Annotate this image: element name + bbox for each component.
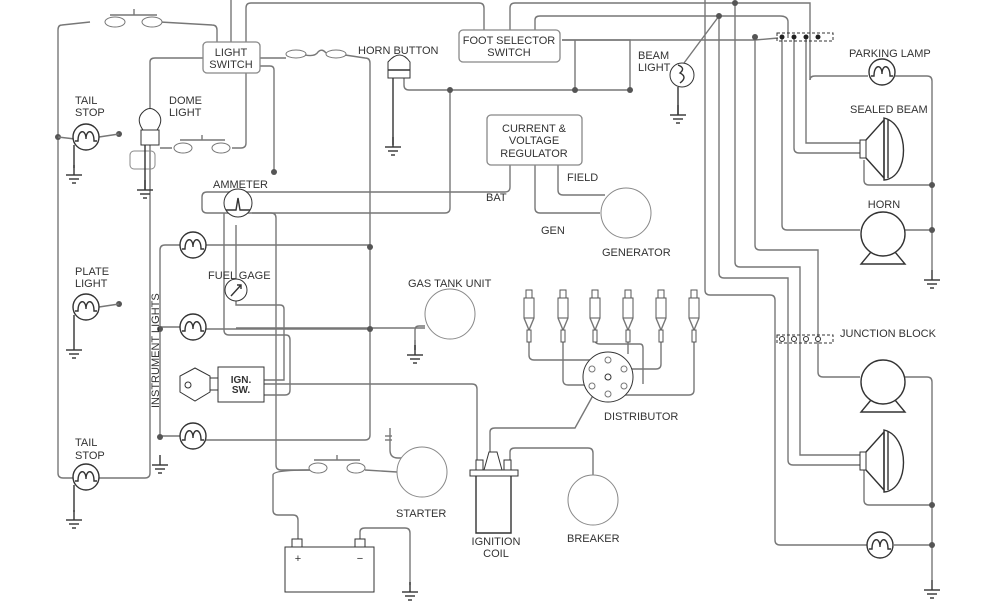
spark-plug-icon <box>557 289 569 343</box>
starter: STARTER <box>308 435 448 520</box>
spark-plug-icon <box>622 289 634 343</box>
gas-tank-unit: GAS TANK UNIT <box>406 278 492 364</box>
spark-plug-icon <box>688 289 700 343</box>
tail-stop-label-2: STOP <box>75 107 105 119</box>
fuse <box>285 49 347 59</box>
wires <box>57 0 933 585</box>
lamp-icon <box>868 58 896 86</box>
breaker-label: BREAKER <box>567 533 620 545</box>
gen-label: GEN <box>541 225 565 237</box>
beam-light: BEAM LIGHT <box>638 50 695 124</box>
foot-selector-label-2: SWITCH <box>487 47 530 59</box>
fuel-gage: FUEL GAGE <box>208 270 271 302</box>
tail-stop-bottom-label: TAIL <box>75 437 97 449</box>
generator: GENERATOR <box>600 187 671 259</box>
tail-stop-top: TAIL STOP <box>57 95 120 184</box>
dome-light-label-2: LIGHT <box>169 107 202 119</box>
headlamp-icon <box>859 117 905 181</box>
top-switch <box>104 9 163 28</box>
field-label: FIELD <box>567 172 598 184</box>
regulator-label-2: VOLTAGE <box>509 135 559 147</box>
fuel-gage-label: FUEL GAGE <box>208 270 271 282</box>
plate-light-label: PLATE <box>75 266 109 278</box>
junction-block: JUNCTION BLOCK <box>776 328 937 344</box>
ammeter-label: AMMETER <box>213 179 268 191</box>
bat-label: BAT <box>486 192 507 204</box>
generator-label: GENERATOR <box>602 247 671 259</box>
horn-top: HORN <box>860 199 906 265</box>
foot-selector-label: FOOT SELECTOR <box>463 35 556 47</box>
breaker: BREAKER <box>567 474 620 545</box>
foot-selector-switch: FOOT SELECTOR SWITCH <box>458 29 561 63</box>
ignition-coil-label: IGNITION <box>472 536 521 548</box>
lamp-icon <box>866 531 894 559</box>
spark-plugs <box>523 289 700 343</box>
ground-icon <box>923 269 941 289</box>
horn-button-label: HORN BUTTON <box>358 45 439 57</box>
voltage-regulator: CURRENT & VOLTAGE REGULATOR <box>486 114 583 166</box>
ground-icon <box>923 579 941 599</box>
horn-label: HORN <box>868 199 900 211</box>
gas-tank-unit-label: GAS TANK UNIT <box>408 278 492 290</box>
starter-label: STARTER <box>396 508 446 520</box>
ignition-switch: IGN. SW. <box>179 366 265 403</box>
beam-light-label: BEAM <box>638 50 669 62</box>
battery: + − <box>284 538 419 601</box>
horn-icon <box>860 211 906 265</box>
regulator-label: CURRENT & <box>502 123 567 135</box>
tail-stop-bottom-label-2: STOP <box>75 450 105 462</box>
spark-plug-icon <box>589 289 601 343</box>
junction-dots <box>55 0 935 548</box>
tail-stop-label: TAIL <box>75 95 97 107</box>
light-switch-label-2: SWITCH <box>209 59 252 71</box>
dome-light-label: DOME <box>169 95 202 107</box>
light-switch-label: LIGHT <box>215 47 248 59</box>
distributor: DISTRIBUTOR <box>582 351 678 423</box>
tail-stop-bottom: TAIL STOP <box>65 437 105 529</box>
spark-plug-icon <box>523 289 535 343</box>
sealed-beam-top: SEALED BEAM <box>850 104 928 181</box>
ammeter: AMMETER <box>213 179 268 218</box>
headlamp-icon <box>859 429 905 493</box>
regulator-label-3: REGULATOR <box>500 148 567 160</box>
plate-light: PLATE LIGHT <box>65 266 120 359</box>
parking-lamp-label: PARKING LAMP <box>849 48 931 60</box>
plate-light-label-2: LIGHT <box>75 278 108 290</box>
beam-light-label-2: LIGHT <box>638 62 671 74</box>
instrument-lights-label: INSTRUMENT LIGHTS <box>150 293 162 408</box>
sealed-beam-label: SEALED BEAM <box>850 104 928 116</box>
junction-block-label: JUNCTION BLOCK <box>840 328 937 340</box>
spark-plug-icon <box>655 289 667 343</box>
battery-minus-label: − <box>357 553 363 565</box>
battery-plus-label: + <box>295 553 301 565</box>
parking-lamp: PARKING LAMP <box>849 48 931 86</box>
ignition-coil: IGNITION COIL <box>469 451 521 560</box>
terminal-block-top <box>776 32 834 42</box>
instrument-lamps: INSTRUMENT LIGHTS <box>150 231 207 474</box>
ign-sw-label-2: SW. <box>232 385 251 396</box>
ground-icon <box>384 136 402 156</box>
ignition-coil-label-2: COIL <box>483 548 509 560</box>
dome-light: DOME LIGHT <box>129 95 231 199</box>
distributor-label: DISTRIBUTOR <box>604 411 678 423</box>
horn-icon <box>860 359 906 413</box>
light-switch: LIGHT SWITCH <box>202 41 261 74</box>
ign-sw-label: IGN. <box>231 375 252 386</box>
horn-button: HORN BUTTON <box>358 45 439 156</box>
